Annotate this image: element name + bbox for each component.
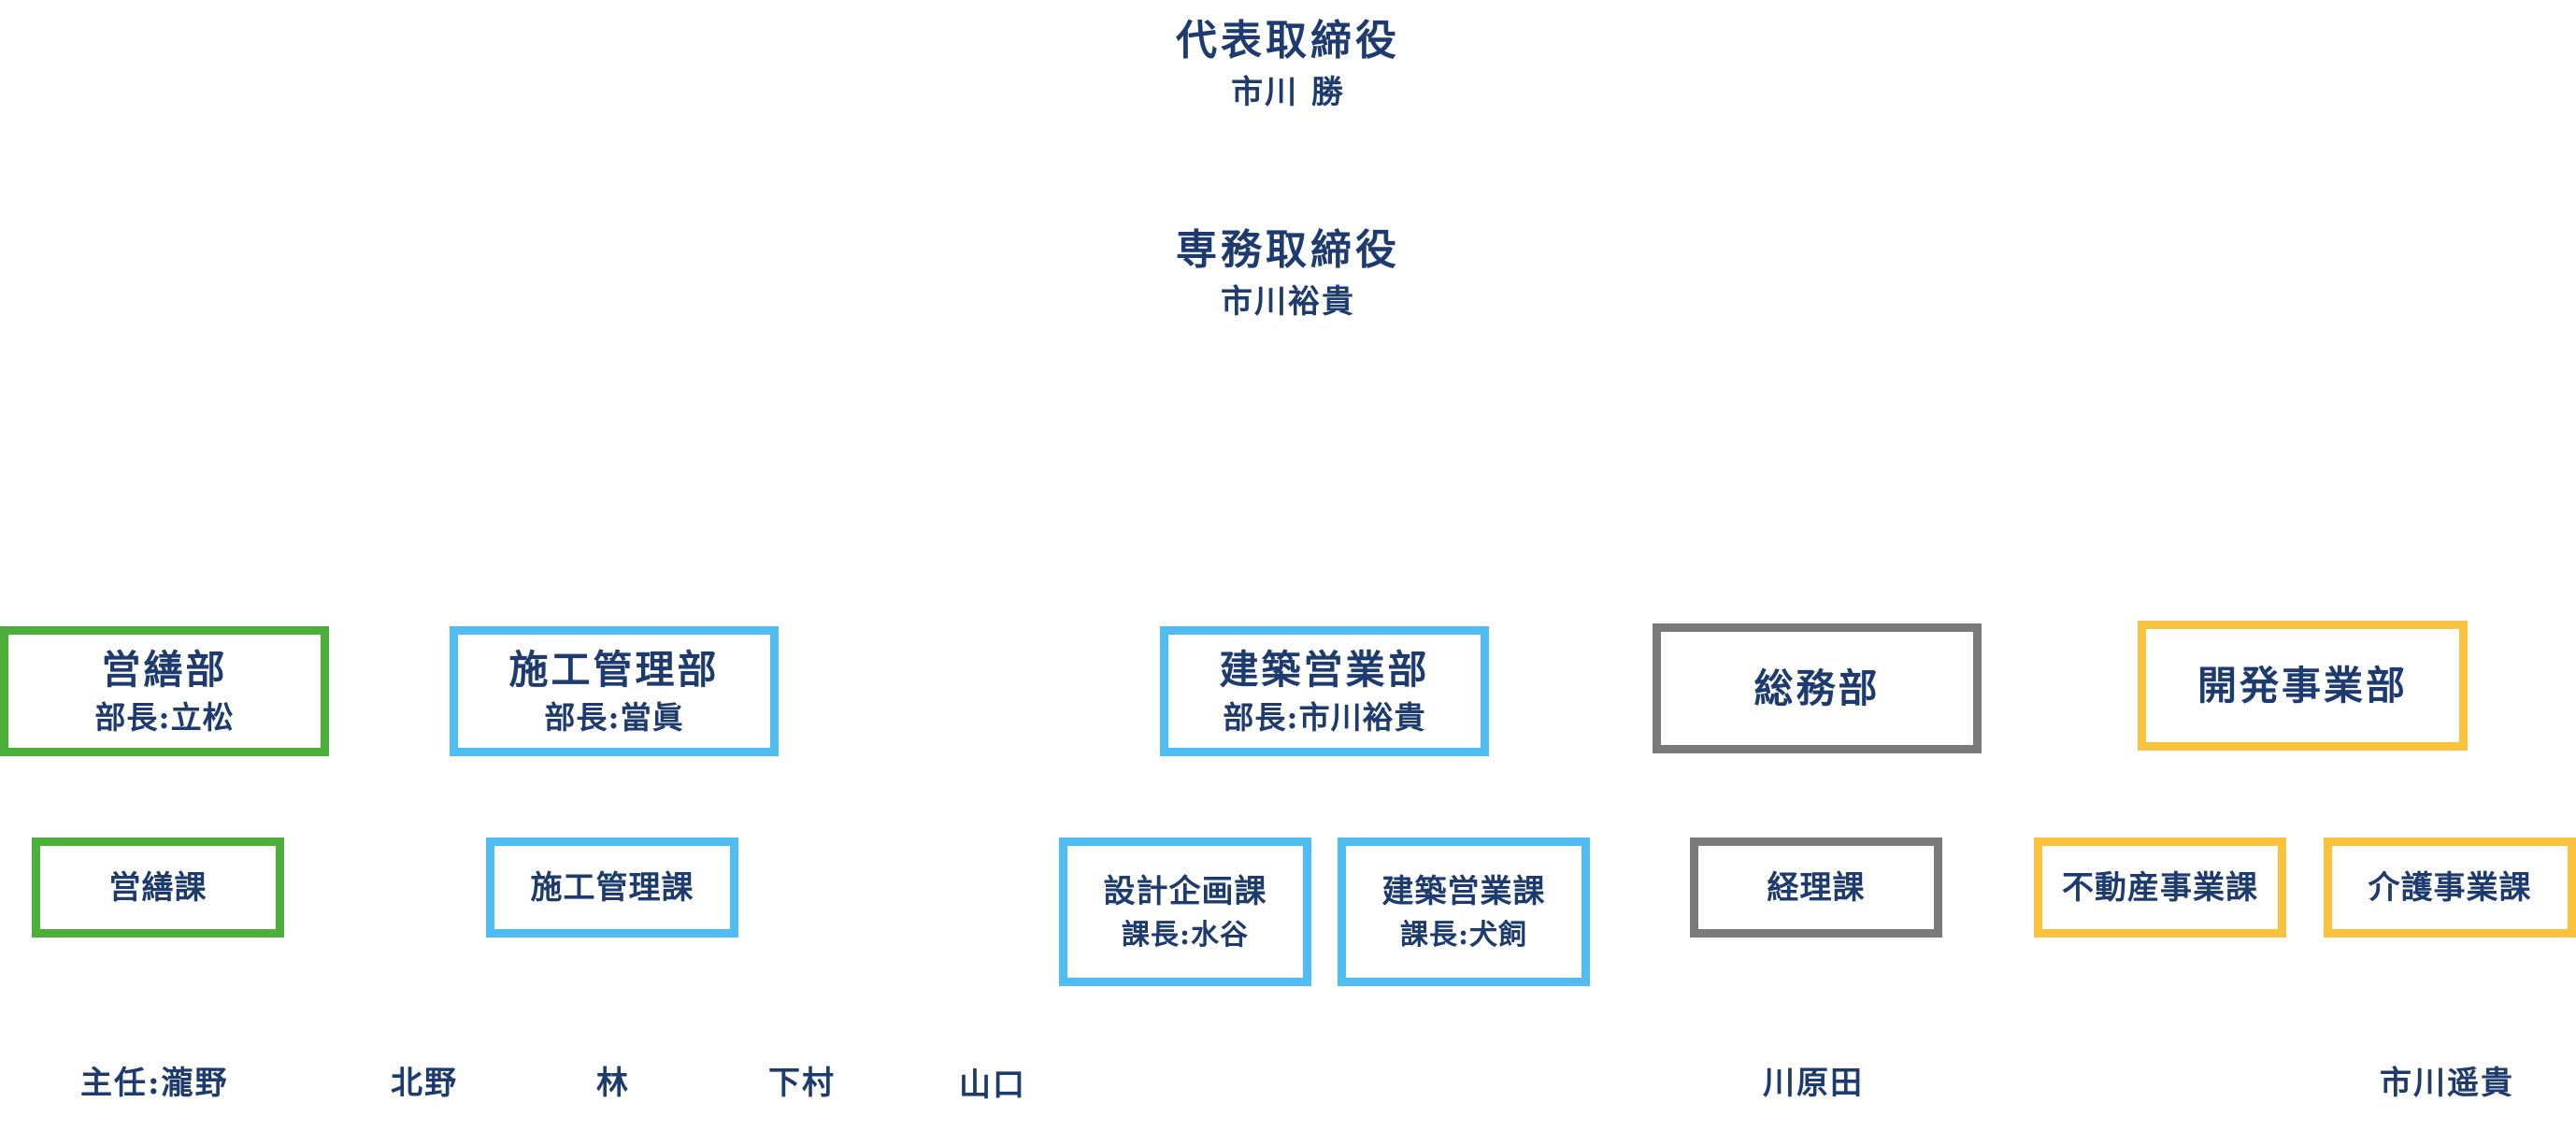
dept-kenchiku-title: 建築営業部 bbox=[1219, 646, 1430, 693]
sect-kenchiku-box: 建築営業課 課長:犬飼 bbox=[1338, 838, 1590, 986]
dept-eizen-head: 部長:立松 bbox=[94, 698, 235, 736]
sect-kenchiku-title: 建築営業課 bbox=[1381, 872, 1546, 910]
dept-kaihatsu-box: 開発事業部 bbox=[2138, 621, 2468, 751]
sect-sekkei-box: 設計企画課 課長:水谷 bbox=[1059, 838, 1311, 986]
sect-sekkei-head: 課長:水谷 bbox=[1121, 918, 1250, 952]
dept-eizen-box: 営繕部 部長:立松 bbox=[0, 626, 329, 756]
staff-takino: 主任:瀧野 bbox=[80, 1065, 229, 1102]
sect-sekou-box: 施工管理課 bbox=[486, 838, 738, 938]
sect-sekkei-title: 設計企画課 bbox=[1103, 872, 1267, 910]
staff-kawaharada: 川原田 bbox=[1763, 1065, 1864, 1102]
staff-ichikawa-hiroki: 市川遥貴 bbox=[2380, 1065, 2514, 1102]
staff-hayashi: 林 bbox=[596, 1065, 630, 1102]
sect-kenchiku-head: 課長:犬飼 bbox=[1399, 918, 1528, 952]
staff-kitano: 北野 bbox=[391, 1065, 458, 1102]
managing-director-name: 市川裕貴 bbox=[1221, 283, 1355, 321]
president-name: 市川 勝 bbox=[1231, 74, 1345, 111]
staff-shimomura: 下村 bbox=[768, 1065, 836, 1102]
managing-director-block: 専務取締役 市川裕貴 bbox=[0, 222, 2576, 325]
sect-kaigo-title: 介護事業課 bbox=[2368, 868, 2532, 907]
dept-kenchiku-box: 建築営業部 部長:市川裕貴 bbox=[1160, 626, 1489, 756]
sect-keiri-title: 経理課 bbox=[1767, 868, 1866, 907]
dept-kenchiku-head: 部長:市川裕貴 bbox=[1223, 698, 1426, 736]
sect-eizen-title: 営繕課 bbox=[108, 868, 208, 907]
dept-sekou-title: 施工管理部 bbox=[508, 646, 720, 693]
dept-eizen-title: 営繕部 bbox=[101, 646, 228, 693]
dept-sekou-head: 部長:當眞 bbox=[544, 698, 684, 736]
sect-eizen-box: 営繕課 bbox=[32, 838, 284, 938]
dept-kaihatsu-title: 開発事業部 bbox=[2197, 662, 2408, 709]
sect-fudousan-box: 不動産事業課 bbox=[2034, 838, 2286, 938]
staff-yamaguchi: 山口 bbox=[959, 1067, 1026, 1104]
sect-sekou-title: 施工管理課 bbox=[530, 868, 694, 907]
sect-keiri-box: 経理課 bbox=[1690, 838, 1942, 938]
dept-soumu-box: 総務部 bbox=[1653, 623, 1982, 753]
dept-soumu-title: 総務部 bbox=[1753, 665, 1881, 711]
president-role: 代表取締役 bbox=[1176, 17, 1400, 64]
sect-kaigo-box: 介護事業課 bbox=[2324, 838, 2576, 938]
dept-sekou-box: 施工管理部 部長:當眞 bbox=[450, 626, 779, 756]
president-block: 代表取締役 市川 勝 bbox=[0, 13, 2576, 116]
managing-director-role: 専務取締役 bbox=[1176, 226, 1400, 274]
sect-fudousan-title: 不動産事業課 bbox=[2062, 868, 2258, 907]
